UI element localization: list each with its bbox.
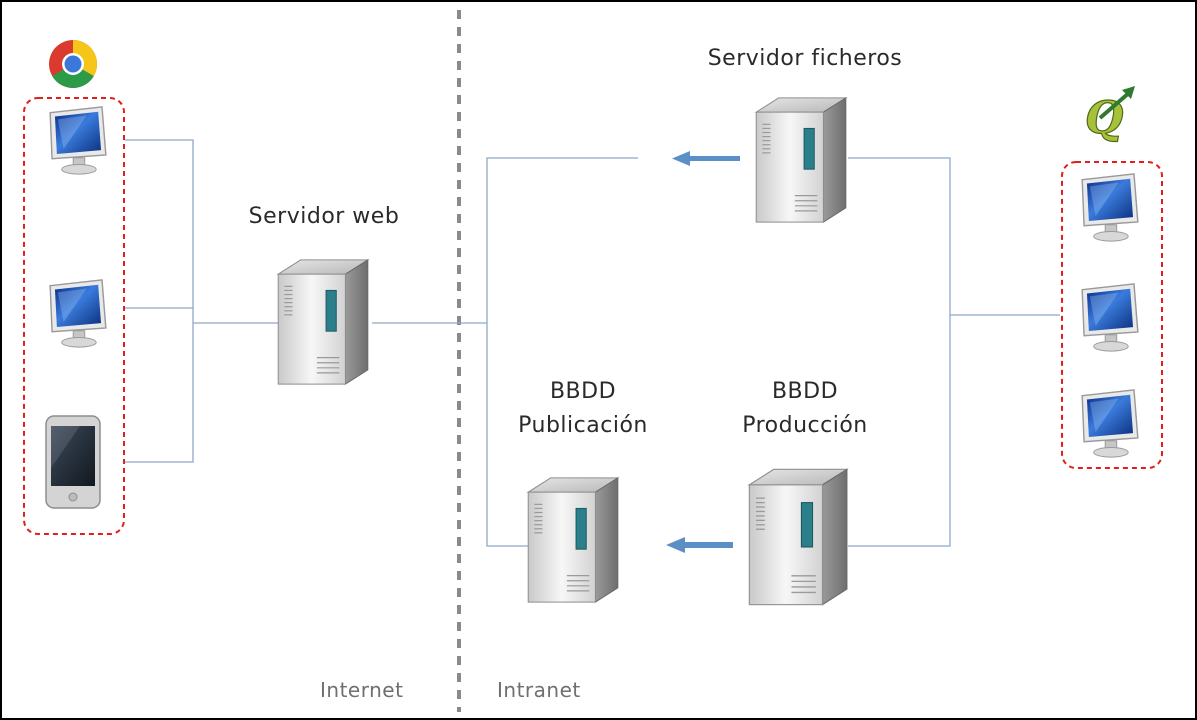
smartphone-icon xyxy=(45,415,101,509)
client-bus-link xyxy=(125,139,194,463)
replication-arrow-top xyxy=(672,151,740,166)
production-backbone-link xyxy=(848,157,951,547)
file-server-label: Servidor ficheros xyxy=(707,46,903,71)
monitor-icon-gis-client-2 xyxy=(1081,283,1139,352)
server-tower-icon-production xyxy=(748,468,848,606)
internet-zone-label: Internet xyxy=(320,678,404,702)
monitor-icon-gis-client-3 xyxy=(1081,389,1139,458)
web-clients-group xyxy=(23,97,125,535)
web-server-label: Servidor web xyxy=(248,204,400,229)
intranet-zone-label: Intranet xyxy=(497,678,581,702)
server-tower-icon-web xyxy=(277,259,369,385)
network-links xyxy=(125,139,1060,547)
server-tower-icon-files xyxy=(755,97,847,223)
qgis-icon: Q xyxy=(1084,86,1135,145)
monitor-icon-web-client-2 xyxy=(49,279,107,348)
monitor-icon-gis-client-1 xyxy=(1081,173,1139,242)
monitor-icon-web-client-1 xyxy=(49,106,107,175)
server-tower-icon-publication xyxy=(527,477,619,603)
db-publication-label: BBDD Publicación xyxy=(518,379,648,438)
chrome-icon xyxy=(49,39,98,89)
intranet-backbone-link xyxy=(486,157,638,547)
gis-clients-group xyxy=(1061,161,1163,469)
replication-arrow-bottom xyxy=(666,537,733,553)
db-production-label: BBDD Producción xyxy=(742,379,868,438)
